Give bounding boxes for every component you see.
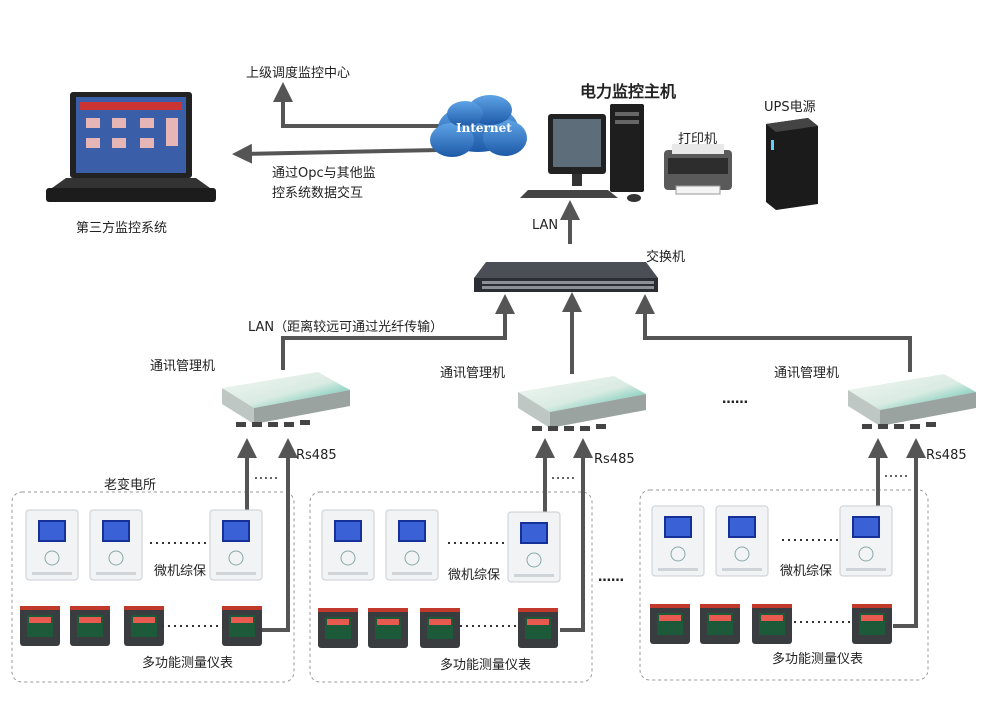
label-upper-dispatch: 上级调度监控中心	[246, 66, 351, 81]
multimeter-icon	[318, 608, 358, 648]
protection-relay-icon	[89, 509, 143, 581]
protection-relay-icon	[25, 509, 79, 581]
comm-manager-icon-2	[518, 376, 646, 431]
arrow-cm3-to-switch	[635, 294, 912, 372]
label-lan-fiber: LAN（距离较远可通过光纤传输）	[248, 320, 444, 335]
measurement-meters	[20, 604, 892, 648]
ups-icon	[766, 118, 818, 210]
multimeter-icon	[650, 604, 690, 644]
protection-relay-icon	[839, 505, 893, 577]
substation-group-3	[639, 489, 929, 681]
multimeter-icon	[420, 608, 460, 648]
monitor-host-icon	[520, 104, 644, 202]
comm-manager-icon-1	[222, 372, 350, 427]
label-protection-2: 微机综保	[448, 568, 501, 583]
substation-group-1	[11, 491, 295, 683]
multimeter-icon	[518, 608, 558, 648]
arrow-to-third-party	[232, 143, 441, 164]
protection-relay-icon	[321, 509, 375, 581]
printer-icon	[664, 144, 732, 195]
label-internet: Internet	[456, 121, 512, 135]
multimeter-icon	[222, 606, 262, 646]
multimeter-icon	[852, 604, 892, 644]
arrow-g1-meter	[257, 438, 298, 632]
laptop-icon	[46, 92, 216, 202]
multimeter-icon	[368, 608, 408, 648]
protection-relays	[25, 505, 893, 583]
arrow-cm1-to-switch	[281, 294, 515, 370]
label-opc-line1: 通过Opc与其他监	[272, 166, 376, 181]
label-rs485-2: Rs485	[594, 452, 635, 467]
label-protection-1: 微机综保	[154, 564, 207, 579]
multimeter-icon	[752, 604, 792, 644]
label-printer: 打印机	[678, 132, 718, 147]
label-third-party: 第三方监控系统	[76, 221, 168, 236]
connection-lines	[232, 82, 926, 632]
protection-relay-icon	[385, 509, 439, 581]
substation-group-2	[309, 491, 593, 683]
comm-manager-icon-3	[848, 374, 976, 429]
label-multimeter-1: 多功能测量仪表	[142, 656, 234, 671]
arrow-to-dispatch	[273, 82, 440, 128]
label-comm-mgr-2: 通讯管理机	[440, 366, 506, 381]
multimeter-icon	[700, 604, 740, 644]
label-dots-comm: ……	[722, 392, 748, 407]
switch-icon	[474, 262, 658, 292]
dotted-uplink-markers	[255, 475, 910, 479]
label-lan-top: LAN	[532, 218, 559, 233]
multimeter-icon	[20, 606, 60, 646]
protection-relay-icon	[715, 505, 769, 577]
label-comm-mgr-3: 通讯管理机	[774, 366, 840, 381]
protection-relay-icon	[507, 511, 561, 583]
multimeter-icon	[70, 606, 110, 646]
label-rs485-3: Rs485	[926, 448, 967, 463]
label-multimeter-3: 多功能测量仪表	[772, 652, 864, 667]
label-multimeter-2: 多功能测量仪表	[440, 658, 532, 673]
label-old-substation: 老变电所	[104, 478, 157, 493]
arrow-g3-meter	[893, 438, 926, 628]
label-dots-groups: ……	[598, 570, 624, 585]
arrow-g2-meter	[560, 438, 593, 632]
label-comm-mgr-1: 通讯管理机	[150, 359, 216, 374]
label-main-host: 电力监控主机	[580, 82, 677, 101]
label-opc-line2: 控系统数据交互	[272, 186, 364, 201]
label-ups: UPS电源	[764, 100, 816, 115]
protection-relay-icon	[651, 505, 705, 577]
internet-cloud-icon	[430, 95, 527, 157]
label-switch: 交换机	[646, 250, 686, 265]
label-rs485-1: Rs485	[296, 448, 337, 463]
multimeter-icon	[124, 606, 164, 646]
protection-relay-icon	[209, 509, 263, 581]
label-protection-3: 微机综保	[780, 564, 833, 579]
